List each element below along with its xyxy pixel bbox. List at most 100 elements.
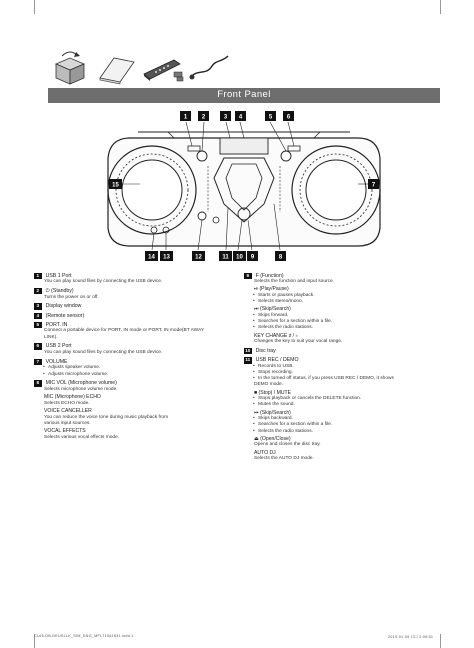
item-subheading: VOCAL EFFECTS: [44, 427, 86, 434]
callout-3: 3: [224, 115, 228, 121]
callout-8: 8: [279, 255, 283, 261]
item-description: Stops recording.: [244, 370, 439, 376]
item-description: Selects the AUTO DJ mode.: [254, 456, 314, 462]
footer-date: 2019-01-09 ☐☐ 2:09:51: [388, 635, 434, 639]
item-title: MIC VOL (Microphone volume): [45, 380, 117, 387]
item-description: Searches for a section within a file.: [244, 319, 439, 325]
item-title: USB REC / DEMO: [255, 357, 299, 364]
item-title: Display window: [45, 303, 82, 310]
item-description: Connect a portable device for PORT. IN m…: [44, 328, 205, 334]
crop-mark: [440, 0, 441, 14]
item-title: (Remote sensor): [45, 312, 85, 319]
item-description: You can play sound files by connecting t…: [44, 349, 163, 355]
footer-file-info: CL65-DB.DEUSLLK_SIM_ENG_MFL71061631.indd…: [34, 634, 134, 638]
item-number-badge: 1: [34, 272, 42, 280]
callout-13: 13: [163, 255, 170, 261]
item-title: ⏻ (Standby): [45, 287, 74, 294]
item-description: Mutes the sound.: [244, 402, 439, 408]
item-title: USB 2 Port: [45, 343, 72, 350]
callout-11: 11: [222, 255, 229, 261]
item-number-badge: 9: [244, 272, 252, 280]
item-2: 2⏻ (Standby): [34, 287, 229, 295]
item-description: Selects stereo/mono.: [244, 299, 439, 305]
item-subheading: MIC (Microphone) ECHO: [44, 394, 101, 401]
item-subheading: ■ (Stop) / MUTE: [254, 389, 292, 396]
item-description: Skips backward.: [244, 416, 439, 422]
item-subheading: ⏏ (Open/Close): [254, 435, 291, 442]
front-panel-diagram: 1 2 3 4 5 6 7 8 9 10 11 12 13 14 15: [107, 111, 381, 261]
speaker-unit: [107, 131, 381, 247]
callout-leaders: [122, 121, 368, 251]
crop-mark: [440, 634, 441, 648]
callout-labels: 1 2 3 4 5 6 7 8 9 10 11 12 13 14 15: [109, 111, 379, 261]
item-subheading: VOICE CANCELLER: [44, 407, 92, 414]
item-subheading: KEY CHANGE ♯ / ♭: [254, 332, 298, 339]
item-description: Selects ECHO mode.: [44, 400, 90, 406]
item-number-badge: 10: [244, 347, 252, 355]
item-title: Disc tray: [255, 347, 276, 354]
fm-antenna-icon: [189, 55, 229, 80]
box-icon: [54, 51, 86, 85]
item-number-badge: 2: [34, 287, 42, 295]
item-title: PORT. IN: [45, 321, 68, 328]
item-number-badge: 11: [244, 357, 252, 364]
item-description: Opens and closes the disc tray.: [254, 442, 321, 448]
crop-mark: [34, 0, 35, 14]
item-description: Selects microphone volume mode.: [44, 386, 118, 392]
item-subheading: ⏮ (Skip/Search): [254, 409, 291, 416]
item-title: VOLUME: [45, 358, 68, 365]
callout-1: 1: [184, 115, 188, 121]
accessories-illustration: [54, 51, 229, 85]
item-subheading: AUTO DJ: [254, 449, 276, 456]
item-description: LINK).: [44, 334, 58, 340]
item-number-badge: 8: [34, 380, 42, 387]
item-description: Records to USB.: [244, 364, 439, 370]
callout-12: 12: [195, 255, 202, 261]
callout-15: 15: [112, 183, 119, 189]
callout-14: 14: [148, 255, 155, 261]
item-description: Turns the power on or off.: [44, 294, 99, 300]
item-number-badge: 4: [34, 312, 42, 320]
callout-5: 5: [269, 115, 273, 121]
item-description: In the turned off status, if you press U…: [244, 376, 439, 382]
item-description: Selects the radio stations.: [244, 429, 439, 435]
item-4: 4(Remote sensor): [34, 312, 229, 320]
item-subheading: ⏯ (Play/Pause): [254, 286, 289, 293]
crop-mark: [34, 634, 35, 648]
item-number-badge: 7: [34, 358, 42, 366]
item-description: various input sources.: [44, 420, 91, 426]
item-description: You can play sound files by connecting t…: [44, 279, 163, 285]
item-description: You can reduce the voice tone during mus…: [44, 414, 169, 420]
item-description: Adjusts speaker volume.: [34, 365, 229, 371]
item-description: Searches for a section within a file.: [244, 422, 439, 428]
callout-10: 10: [236, 255, 243, 261]
item-description: Stops playback or cancels the DELETE fun…: [244, 396, 439, 402]
item-description: Starts or pauses playback.: [244, 293, 439, 299]
item-number-badge: 6: [34, 343, 42, 350]
item-description: Selects the function and input source.: [254, 279, 334, 285]
item-description: Selects various vocal effects mode.: [44, 434, 120, 440]
item-number-badge: 5: [34, 321, 42, 329]
item-description: DEMO mode.: [254, 382, 284, 388]
item-description: Skips forward.: [244, 313, 439, 319]
callout-9: 9: [251, 255, 255, 261]
item-description: Selects the radio stations.: [244, 325, 439, 331]
item-number-badge: 3: [34, 303, 42, 310]
item-description: Changes the key to suit your vocal range…: [254, 339, 343, 345]
callout-6: 6: [287, 115, 291, 121]
callout-4: 4: [239, 115, 243, 121]
section-header: Front Panel: [48, 88, 440, 103]
item-title: F (Function): [255, 272, 284, 279]
item-title: USB 1 Port: [45, 272, 72, 279]
